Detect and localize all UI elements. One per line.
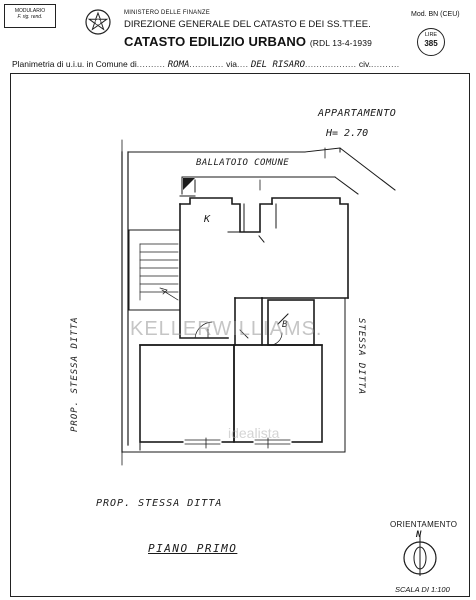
modulario-sub-label: F. rig. rend. <box>17 14 43 20</box>
bottom-neighbour-label: PROP. STESSA DITTA <box>96 498 223 509</box>
balcony-label: BALLATOIO COMUNE <box>196 158 290 168</box>
via-label: via <box>226 59 238 69</box>
civ-label: civ. <box>358 59 372 69</box>
north-arrow-icon <box>403 536 437 576</box>
bath-label: B <box>282 320 288 330</box>
lire-stamp: LIRE 385 <box>417 28 445 56</box>
north-label: N <box>416 530 422 540</box>
scale-label: SCALA DI 1:100 <box>395 585 450 594</box>
corner-marker <box>183 178 195 190</box>
document-title: CATASTO EDILIZIO URBANO (RDL 13-4-1939 <box>124 34 372 49</box>
left-neighbour-label: PROP. STESSA DITTA <box>70 316 80 432</box>
portal-watermark: idealista <box>228 425 280 441</box>
plan-address-line: Planimetria di u.i.u. in Comune di......… <box>12 59 400 70</box>
stair-block <box>128 229 181 311</box>
plan-frame <box>10 73 470 597</box>
lire-label: LIRE <box>424 32 438 38</box>
agency-watermark: KELLERWILLIAMS. <box>130 318 323 340</box>
kitchen-label: K <box>204 214 211 225</box>
rdl-reference: (RDL 13-4-1939 <box>309 38 372 48</box>
orientation-label: ORIENTAMENTO <box>390 520 458 529</box>
kitchen-left-wall <box>179 203 229 339</box>
lire-value: 385 <box>424 39 438 48</box>
mod-bn-code: Mod. BN (CEU) <box>411 11 460 18</box>
ceiling-height-label: H= 2.70 <box>326 128 369 139</box>
title-text: CATASTO EDILIZIO URBANO <box>124 34 307 49</box>
modulario-label: MODULARIO <box>14 8 46 14</box>
ministry-name: MINISTERO DELLE FINANZE <box>124 10 210 16</box>
direction-name: DIREZIONE GENERALE DEL CATASTO E DEI SS.… <box>124 19 371 30</box>
floor-label: PIANO PRIMO <box>148 542 238 555</box>
bedroom-left <box>139 344 235 443</box>
republic-emblem-icon <box>85 9 111 35</box>
right-room-top-wall <box>271 197 349 299</box>
right-neighbour-label: STESSA DITTA <box>356 318 366 396</box>
kitchen-top-wall <box>179 197 273 233</box>
apartment-label: APPARTAMENTO <box>318 108 397 119</box>
plan-prefix: Planimetria di u.i.u. in Comune di <box>12 59 137 69</box>
door-arc-kitchen <box>194 321 213 339</box>
via-value: DEL RISARO <box>250 60 306 70</box>
comune-value: ROMA <box>167 60 190 70</box>
balcony-right-edge <box>304 147 396 191</box>
modulario-box: MODULARIO F. rig. rend. <box>4 4 56 28</box>
